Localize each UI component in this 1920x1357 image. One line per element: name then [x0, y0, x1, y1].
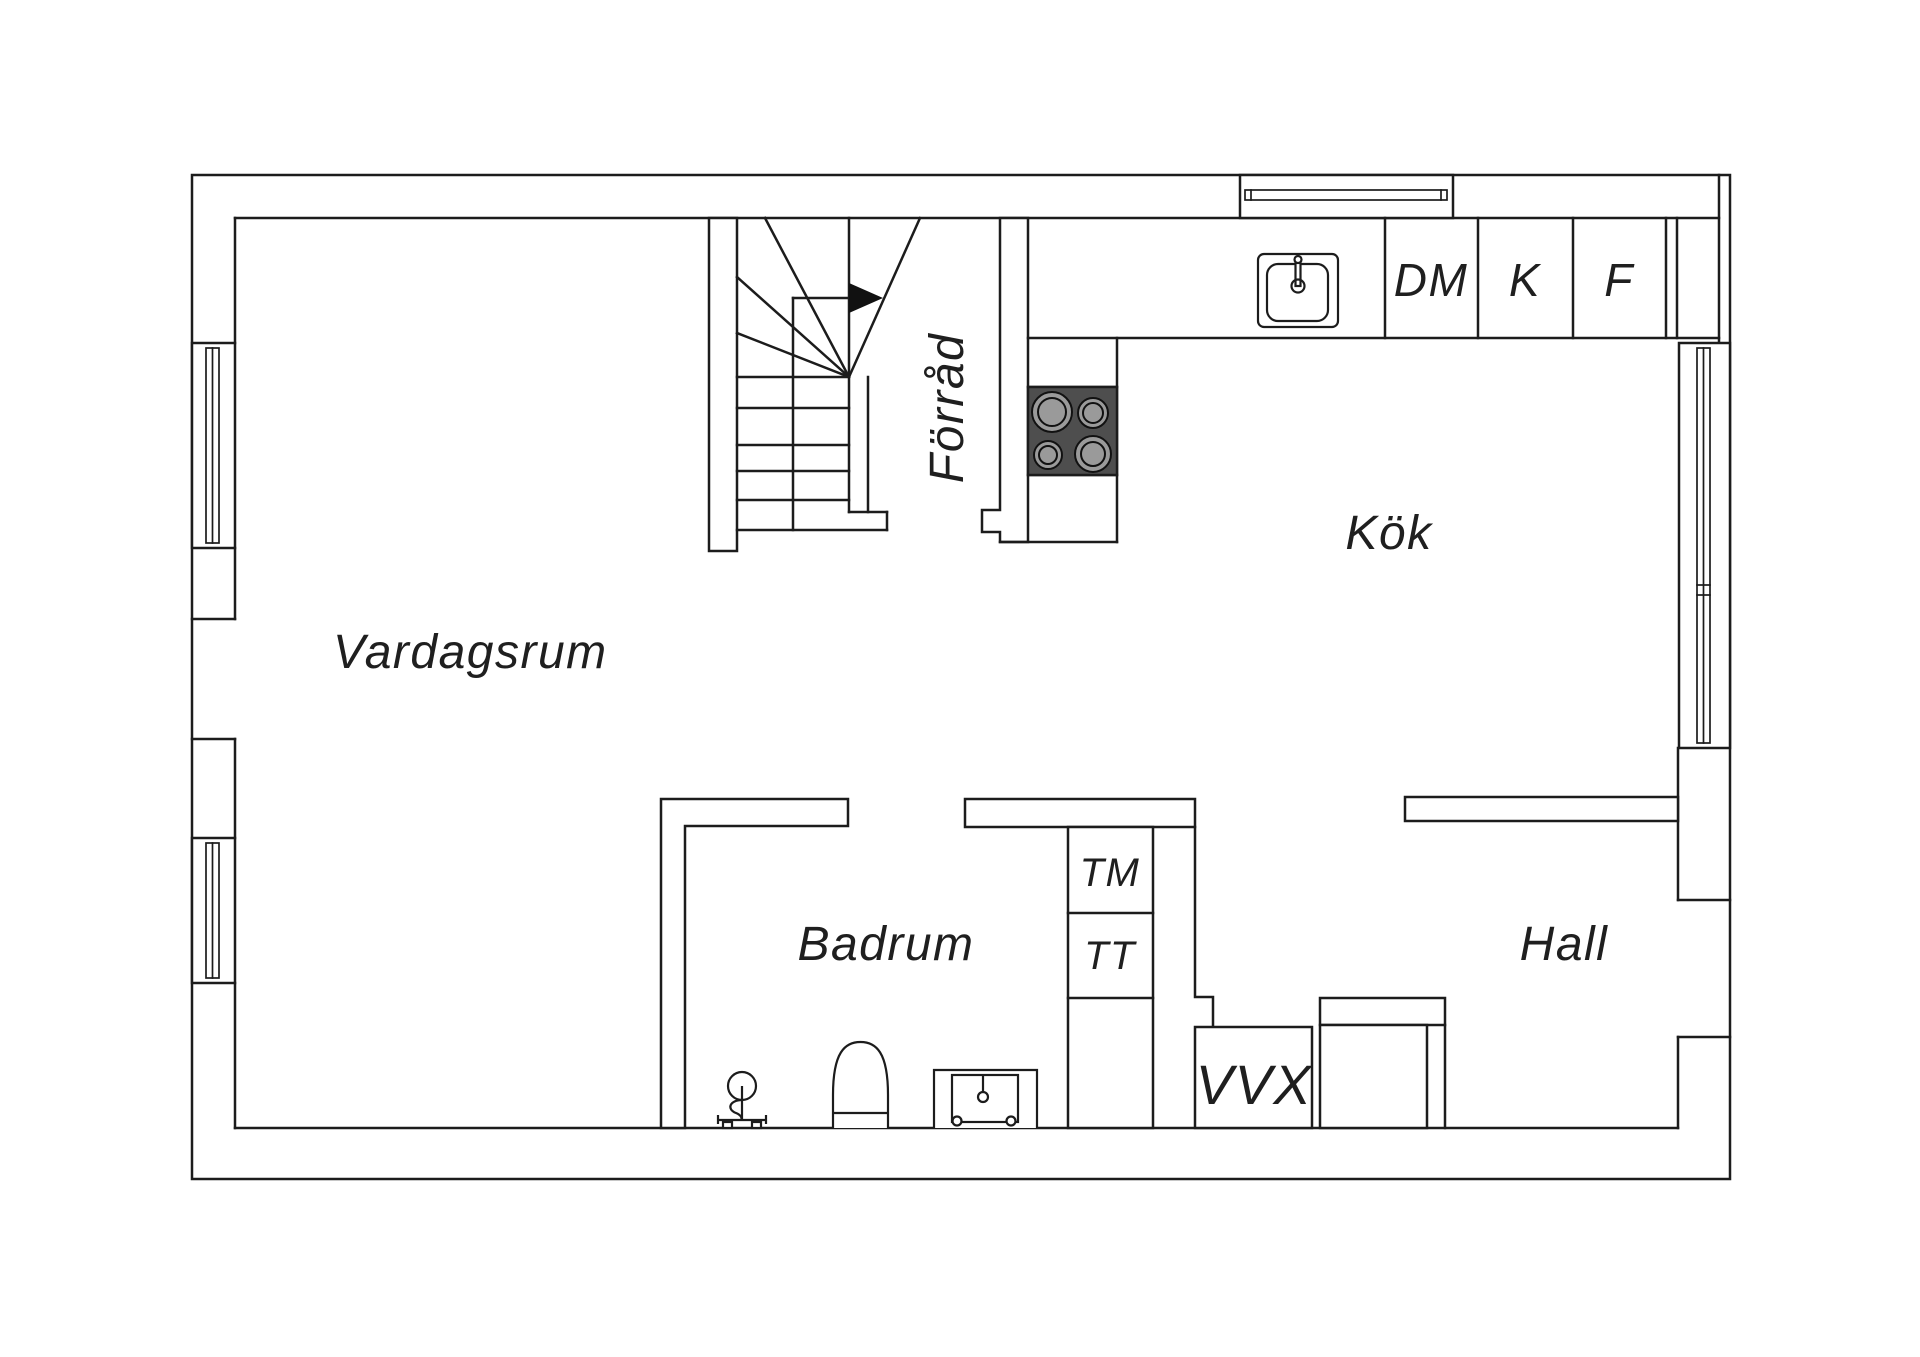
kitchen-hall-wall: [1403, 795, 1680, 823]
laundry-cabinet: TM TT: [1066, 825, 1155, 1130]
appliance-label-freezer: F: [1604, 254, 1635, 306]
stair-direction-arrow-icon: [849, 283, 883, 313]
room-label-storage: Förråd: [921, 333, 974, 483]
utility-wall-niche: [1193, 825, 1215, 1029]
room-label-kitchen: Kök: [1345, 507, 1434, 560]
stair-treads: [735, 406, 889, 532]
room-label-living-room: Vardagsrum: [333, 626, 608, 679]
cooktop-icon: [1026, 385, 1119, 477]
appliance-label-fridge: K: [1509, 254, 1542, 306]
window-left-upper: [190, 341, 237, 550]
towel-stand-icon: [716, 1070, 768, 1130]
right-wall: [1676, 173, 1732, 1130]
window-right: [1677, 341, 1732, 750]
appliance-label-dishwasher: DM: [1394, 254, 1469, 306]
stair-stringer: [847, 375, 889, 532]
kitchen-left-counter: [998, 336, 1119, 544]
left-wall: [190, 216, 237, 1130]
kitchen-sink-icon: [1256, 252, 1340, 329]
hall-closet: [1318, 996, 1447, 1130]
bathroom-left-wall: [659, 797, 850, 1130]
appliance-label-heat-exchanger: VVX: [1196, 1053, 1314, 1116]
appliance-label-tumble-dryer: TT: [1084, 934, 1137, 978]
room-label-bathroom: Badrum: [797, 918, 974, 971]
staircase: [707, 216, 922, 553]
stair-wall: [707, 216, 739, 553]
window-left-lower: [190, 836, 237, 985]
heat-exchanger-unit: VVX: [1193, 1025, 1314, 1130]
kitchen-counter: DM K F: [1026, 216, 1721, 340]
appliance-label-washing-machine: TM: [1080, 851, 1141, 895]
room-label-hall: Hall: [1520, 918, 1609, 971]
vanity-icon: [932, 1068, 1039, 1128]
bathroom-walls: [659, 797, 1215, 1130]
window-top: [1238, 173, 1455, 220]
stair-winder-lines: [735, 216, 922, 379]
toilet-icon: [831, 1040, 890, 1128]
storage-wall: [980, 216, 1030, 544]
bathroom-top-wall-right: [963, 797, 1197, 829]
